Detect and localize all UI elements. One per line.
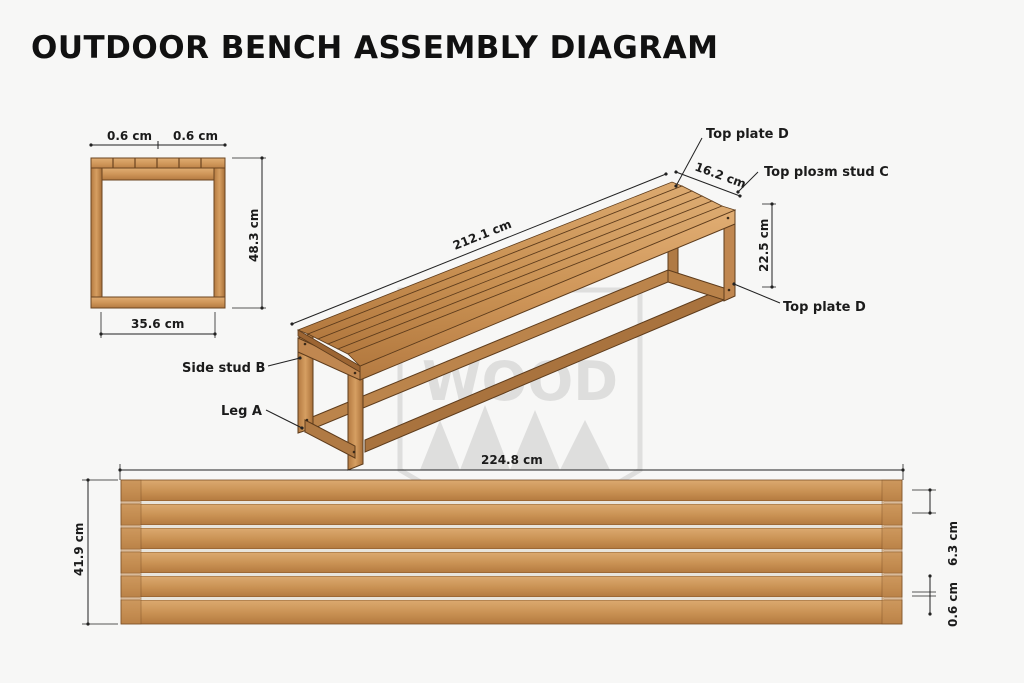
label-top-plosm-stud-c: Top ploзm stud C xyxy=(764,165,889,180)
top-view-slat xyxy=(120,599,903,625)
top-view-slat xyxy=(120,551,903,574)
top-view-slat xyxy=(120,575,903,598)
iso-depth-dimension-line xyxy=(674,170,742,198)
top-view: 224.8 cm 41.9 cm 6.3 cm xyxy=(72,453,960,627)
leader-top-plosm-stud-c xyxy=(736,171,759,194)
leader-side-stud-b xyxy=(267,356,302,367)
iso-depth-dim: 16.2 cm xyxy=(693,160,748,191)
label-leg-a: Leg A xyxy=(221,404,262,419)
iso-bottom-side-rail-right xyxy=(667,269,725,301)
side-view-right-leg xyxy=(213,167,226,309)
iso-view: 212.1 cm 16.2 cm 22.5 cm Top plate D Top… xyxy=(182,127,889,471)
side-view-top-right-dim: 0.6 cm xyxy=(173,129,218,143)
leader-top-plate-d-lower xyxy=(732,282,781,304)
side-view-bottom-rail xyxy=(90,296,226,309)
iso-bottom-side-rail-left xyxy=(304,419,356,459)
top-view-end-cleat-left xyxy=(120,479,142,625)
side-view-top-rail xyxy=(90,167,226,181)
top-view-gaps xyxy=(140,501,884,600)
iso-slat-ends xyxy=(297,329,361,373)
top-view-slat xyxy=(120,503,903,526)
label-top-plate-d-upper: Top plate D xyxy=(706,127,789,142)
side-view-left-leg xyxy=(90,167,103,309)
top-view-slats xyxy=(120,479,903,625)
top-view-length-dim: 224.8 cm xyxy=(481,453,543,467)
top-view-gap-dim: 0.6 cm xyxy=(946,582,960,627)
side-view-top-left-dim: 0.6 cm xyxy=(107,129,152,143)
top-view-slat-dim: 6.3 cm xyxy=(946,521,960,566)
page-title: OUTDOOR BENCH ASSEMBLY DIAGRAM xyxy=(31,30,719,66)
top-view-slat xyxy=(120,479,903,502)
leader-top-plate-d-upper xyxy=(674,137,703,188)
side-view-height-dim: 48.3 cm xyxy=(247,209,261,262)
top-view-end-cleat-right xyxy=(881,479,903,625)
label-top-plate-d-lower: Top plate D xyxy=(783,300,866,315)
top-view-slat xyxy=(120,527,903,550)
label-side-stud-b: Side stud B xyxy=(182,361,265,376)
iso-length-dimension-line xyxy=(290,172,668,326)
side-view-width-dim: 35.6 cm xyxy=(131,317,184,331)
iso-height-dim: 22.5 cm xyxy=(757,219,771,272)
top-view-width-dim: 41.9 cm xyxy=(72,523,86,576)
side-view: 0.6 cm 0.6 cm 48.3 cm 35.6 cm xyxy=(89,129,266,338)
iso-screws xyxy=(303,216,731,454)
leader-leg-a xyxy=(265,409,304,430)
